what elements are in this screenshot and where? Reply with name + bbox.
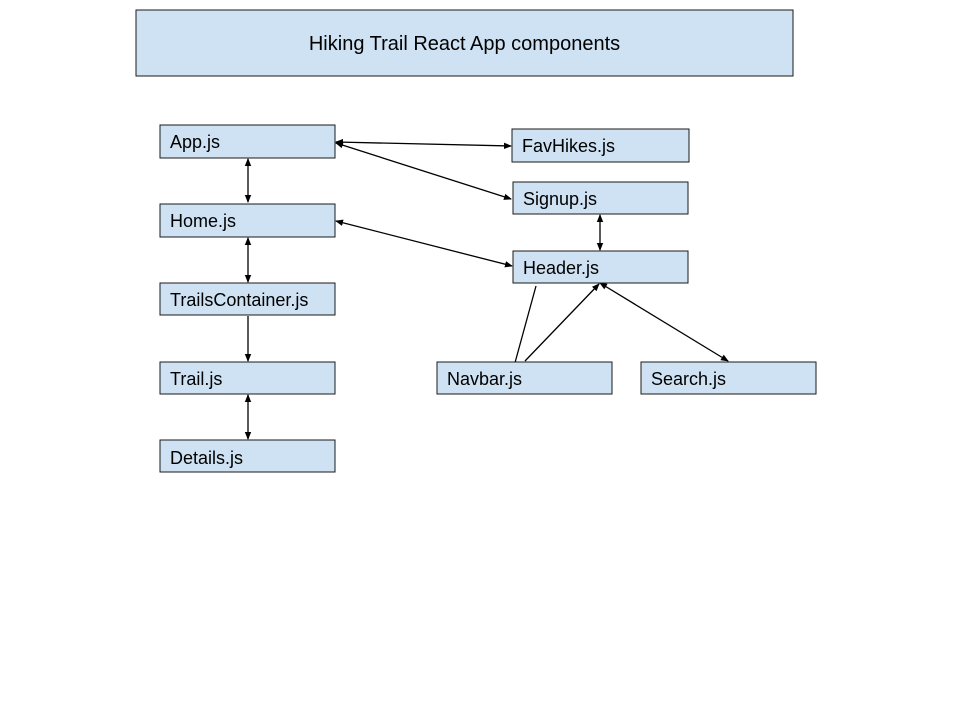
node-signup-label: Signup.js bbox=[523, 189, 597, 209]
node-fav-hikes: FavHikes.js bbox=[511, 128, 690, 163]
edge-header-search bbox=[599, 282, 729, 362]
diagram-title: Hiking Trail React App components bbox=[309, 33, 620, 55]
nodes-layer: App.js Home.js TrailsContainer.js Trail.… bbox=[159, 124, 817, 473]
edge-header-navbar bbox=[511, 285, 537, 371]
node-home-label: Home.js bbox=[170, 211, 236, 231]
node-trail-label: Trail.js bbox=[170, 369, 222, 389]
title-box: Hiking Trail React App components bbox=[135, 9, 794, 77]
node-trails-container: TrailsContainer.js bbox=[159, 282, 336, 316]
edge-navbar-header bbox=[524, 283, 600, 362]
edge-app-favhikes bbox=[335, 138, 512, 150]
edge-home-header bbox=[335, 219, 513, 268]
node-search-label: Search.js bbox=[651, 369, 726, 389]
node-search: Search.js bbox=[640, 361, 817, 395]
node-app-label: App.js bbox=[170, 132, 220, 152]
node-details-label: Details.js bbox=[170, 448, 243, 468]
node-fav-hikes-label: FavHikes.js bbox=[522, 136, 615, 156]
node-navbar: Navbar.js bbox=[436, 361, 613, 395]
node-details: Details.js bbox=[159, 439, 336, 473]
edge-app-signup bbox=[335, 142, 512, 200]
edges-layer bbox=[244, 138, 729, 440]
node-header-label: Header.js bbox=[523, 258, 599, 278]
node-signup: Signup.js bbox=[512, 181, 689, 215]
node-header: Header.js bbox=[512, 250, 689, 284]
node-app: App.js bbox=[159, 124, 336, 159]
node-home: Home.js bbox=[159, 203, 336, 238]
node-trail: Trail.js bbox=[159, 361, 336, 395]
node-navbar-label: Navbar.js bbox=[447, 369, 522, 389]
node-trails-container-label: TrailsContainer.js bbox=[170, 290, 308, 310]
